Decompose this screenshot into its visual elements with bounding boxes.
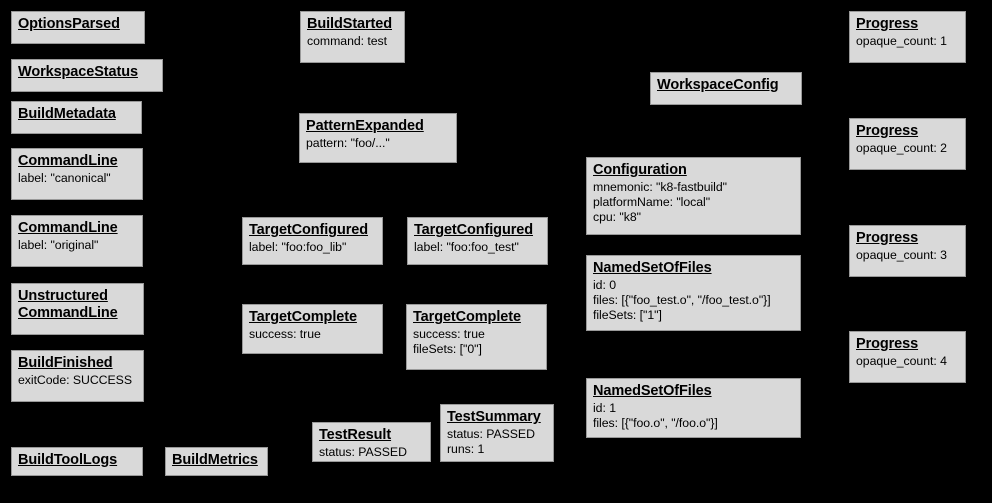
node-title: NamedSetOfFiles [593, 383, 712, 399]
node-field: label: "foo:foo_test" [414, 240, 519, 254]
node-title: BuildToolLogs [18, 452, 118, 468]
node-field: exitCode: SUCCESS [18, 373, 132, 387]
node-test-result[interactable]: TestResult status: PASSED [312, 422, 431, 462]
node-title: PatternExpanded [306, 118, 424, 134]
node-fields: status: PASSED [319, 445, 424, 460]
node-field: label: "foo:foo_lib" [249, 240, 347, 254]
node-title: BuildStarted [307, 16, 393, 32]
node-title: TargetConfigured [414, 222, 533, 238]
node-options-parsed[interactable]: OptionsParsed [11, 11, 145, 44]
node-title: TestResult [319, 427, 392, 443]
node-fields: success: true [249, 327, 376, 342]
node-progress-2[interactable]: Progress opaque_count: 2 [849, 118, 966, 170]
node-title: WorkspaceStatus [18, 64, 138, 80]
node-fields: opaque_count: 1 [856, 34, 959, 49]
node-title: TargetComplete [249, 309, 357, 325]
node-build-finished[interactable]: BuildFinished exitCode: SUCCESS [11, 350, 144, 402]
node-target-configured-foo-lib[interactable]: TargetConfigured label: "foo:foo_lib" [242, 217, 383, 265]
node-title: Progress [856, 336, 919, 352]
node-title: TargetComplete [413, 309, 521, 325]
node-command-line-original[interactable]: CommandLine label: "original" [11, 215, 143, 267]
node-field: platformName: "local" [593, 195, 711, 209]
node-build-tool-logs[interactable]: BuildToolLogs [11, 447, 143, 476]
node-fields: label: "foo:foo_test" [414, 240, 541, 255]
node-field: opaque_count: 3 [856, 248, 947, 262]
node-build-started[interactable]: BuildStarted command: test [300, 11, 405, 63]
node-field: opaque_count: 4 [856, 354, 947, 368]
node-fields: command: test [307, 34, 398, 49]
node-workspace-config[interactable]: WorkspaceConfig [650, 72, 802, 105]
node-field: runs: 1 [447, 442, 485, 456]
node-command-line-canonical[interactable]: CommandLine label: "canonical" [11, 148, 143, 200]
node-title: TargetConfigured [249, 222, 368, 238]
node-title: BuildFinished [18, 355, 113, 371]
node-progress-4[interactable]: Progress opaque_count: 4 [849, 331, 966, 383]
node-fields: label: "canonical" [18, 171, 136, 186]
node-field: status: PASSED [447, 427, 535, 441]
node-progress-1[interactable]: Progress opaque_count: 1 [849, 11, 966, 63]
node-title: CommandLine [18, 153, 118, 169]
node-title: BuildMetadata [18, 106, 116, 122]
node-workspace-status[interactable]: WorkspaceStatus [11, 59, 163, 92]
node-fields: label: "foo:foo_lib" [249, 240, 376, 255]
node-field: id: 0 [593, 278, 616, 292]
node-field: label: "original" [18, 238, 99, 252]
node-title: NamedSetOfFiles [593, 260, 712, 276]
node-target-complete-foo-lib[interactable]: TargetComplete success: true [242, 304, 383, 354]
node-field: success: true [249, 327, 321, 341]
node-field: fileSets: ["0"] [413, 342, 482, 356]
node-title: Unstructured CommandLine [18, 288, 118, 321]
node-fields: exitCode: SUCCESS [18, 373, 137, 388]
node-title: OptionsParsed [18, 16, 120, 32]
node-field: mnemonic: "k8-fastbuild" [593, 180, 727, 194]
node-field: status: PASSED [319, 445, 407, 459]
node-fields: mnemonic: "k8-fastbuild"platformName: "l… [593, 180, 794, 225]
node-field: id: 1 [593, 401, 616, 415]
node-fields: opaque_count: 2 [856, 141, 959, 156]
node-field: fileSets: ["1"] [593, 308, 662, 322]
node-field: cpu: "k8" [593, 210, 641, 224]
node-target-configured-foo-test[interactable]: TargetConfigured label: "foo:foo_test" [407, 217, 548, 265]
node-field: success: true [413, 327, 485, 341]
node-title: TestSummary [447, 409, 541, 425]
node-title: BuildMetrics [172, 452, 258, 468]
node-pattern-expanded[interactable]: PatternExpanded pattern: "foo/..." [299, 113, 457, 163]
node-field: files: [{"foo.o", "/foo.o"}] [593, 416, 718, 430]
node-progress-3[interactable]: Progress opaque_count: 3 [849, 225, 966, 277]
node-title: Progress [856, 16, 919, 32]
node-title: CommandLine [18, 220, 118, 236]
node-fields: opaque_count: 3 [856, 248, 959, 263]
node-build-metrics[interactable]: BuildMetrics [165, 447, 268, 476]
node-fields: label: "original" [18, 238, 136, 253]
node-field: command: test [307, 34, 387, 48]
node-fields: opaque_count: 4 [856, 354, 959, 369]
node-field: files: [{"foo_test.o", "/foo_test.o"}] [593, 293, 771, 307]
node-field: label: "canonical" [18, 171, 111, 185]
node-field: opaque_count: 1 [856, 34, 947, 48]
node-title: WorkspaceConfig [657, 77, 779, 93]
node-field: opaque_count: 2 [856, 141, 947, 155]
node-fields: pattern: "foo/..." [306, 136, 450, 151]
node-build-metadata[interactable]: BuildMetadata [11, 101, 142, 134]
node-title: Configuration [593, 162, 687, 178]
node-unstructured-command-line[interactable]: Unstructured CommandLine [11, 283, 144, 335]
node-title: Progress [856, 123, 919, 139]
node-field: pattern: "foo/..." [306, 136, 390, 150]
node-title: Progress [856, 230, 919, 246]
node-configuration[interactable]: Configuration mnemonic: "k8-fastbuild"pla… [586, 157, 801, 235]
